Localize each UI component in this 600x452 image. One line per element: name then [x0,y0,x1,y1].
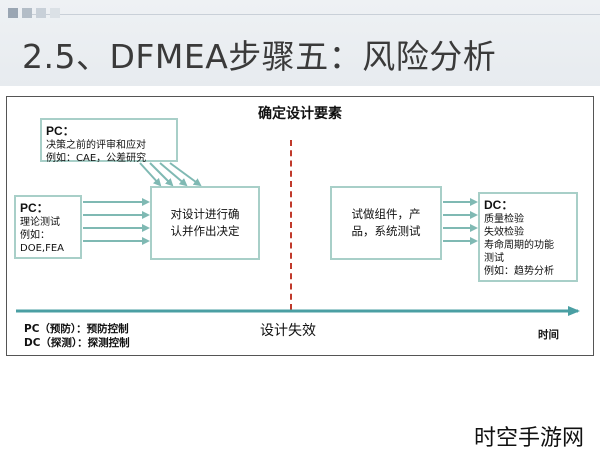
dc-inspection-head: DC： [484,198,514,212]
pc-review-line: 决策之前的评审和应对 [46,140,146,151]
slide-title: 2.5、DFMEA步骤五：风险分析 [22,37,497,76]
square-3 [36,8,46,18]
square-1 [8,8,18,18]
pc-review-head: PC： [46,124,75,138]
legend-pc: PC（预防）：预防控制 [24,323,129,335]
pc-review-arrow [149,162,174,187]
legend: PC（预防）：预防控制 DC（探测）：探测控制 [24,322,130,350]
pc-review-arrow [139,162,162,187]
pc-theory-line: DOE,FEA [20,243,64,254]
design-decision-divider [290,140,292,310]
dc-inspection-line: 质量检验 [484,214,524,225]
dc-inspection-line: 例如：趋势分析 [484,266,554,277]
pc-theory-line: 例如： [20,230,50,241]
decision-box: 对设计进行确 认并作出决定 [150,186,260,260]
dc-inspection-line: 失效检验 [484,227,524,238]
design-failure-label: 设计失效 [260,323,316,339]
legend-dc: DC（探测）：探测控制 [24,337,130,349]
prototype-test-line: 试做组件，产 [351,207,421,221]
dc-inspection-line: 测试 [484,253,504,264]
prototype-test-line: 品，系统测试 [351,224,421,238]
pc-theory-line: 理论测试 [20,217,60,228]
prototype-test-box: 试做组件，产 品，系统测试 [330,186,442,260]
frame-title: 确定设计要素 [258,106,342,122]
pc-review-line: 例如：CAE，公差研究 [46,153,147,164]
decorative-squares [8,8,60,18]
square-4 [50,8,60,18]
pc-review-arrow [169,162,202,187]
decorative-line [30,14,600,15]
dc-inspection-line: 寿命周期的功能 [484,240,554,251]
decision-line: 认并作出决定 [170,224,240,238]
decision-line: 对设计进行确 [170,207,240,221]
time-label: 时间 [538,329,559,341]
pc-theory-box: PC： 理论测试 例如： DOE,FEA [14,195,82,259]
pc-review-box: PC： 决策之前的评审和应对 例如：CAE，公差研究 [40,118,178,164]
pc-theory-head: PC： [20,201,49,215]
square-2 [22,8,32,18]
watermark: 时空手游网 [474,426,585,451]
pc-review-arrow [159,162,188,187]
title-band: 2.5、DFMEA步骤五：风险分析 [0,0,600,86]
dc-inspection-box: DC： 质量检验 失效检验 寿命周期的功能 测试 例如：趋势分析 [478,192,578,282]
